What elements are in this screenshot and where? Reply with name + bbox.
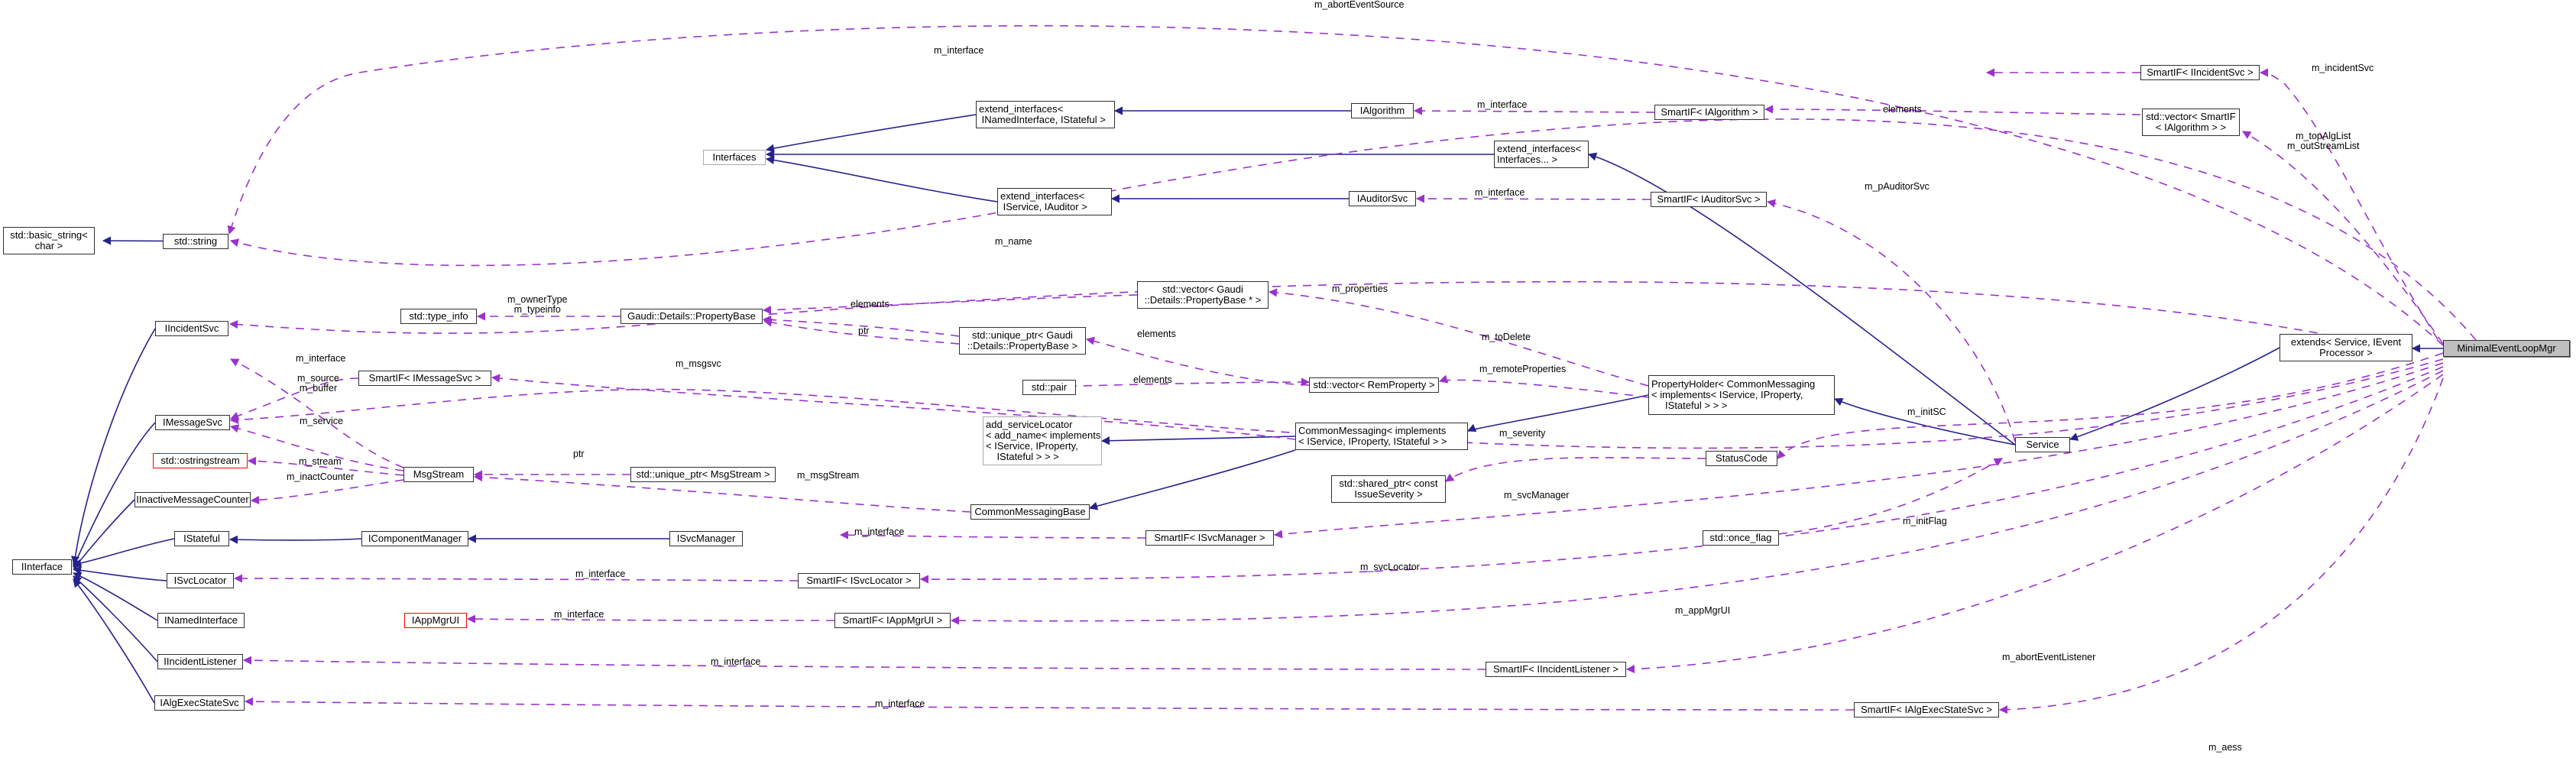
edge-label-m-interface-appmgrui: m_interface bbox=[554, 609, 604, 620]
node-isvclocator[interactable]: ISvcLocator bbox=[167, 573, 234, 588]
node-std-string[interactable]: std::string bbox=[163, 234, 228, 249]
edge-label-elements-algorithm: elements bbox=[1883, 104, 1922, 115]
node-icomponentmanager[interactable]: IComponentManager bbox=[361, 531, 468, 546]
node-extends-service-ieventprocessor[interactable]: extends< Service, IEvent Processor > bbox=[2280, 334, 2412, 361]
node-iinterface[interactable]: IInterface bbox=[12, 559, 72, 575]
node-add-servicelocator[interactable]: add_serviceLocator < add_name< implement… bbox=[983, 416, 1102, 465]
edge-label-elements-pair: elements bbox=[1133, 374, 1172, 385]
edge-label-m-name: m_name bbox=[995, 236, 1032, 247]
edge-label-m-aess: m_aess bbox=[2208, 742, 2242, 753]
edge-label-m-inactcounter: m_inactCounter bbox=[287, 471, 355, 482]
node-std-basic-string[interactable]: std::basic_string< char > bbox=[3, 227, 95, 254]
node-interfaces[interactable]: Interfaces bbox=[703, 150, 766, 165]
node-imessagesvc[interactable]: IMessageSvc bbox=[155, 415, 230, 430]
node-extend-interfaces-named-stateful[interactable]: extend_interfaces< INamedInterface, ISta… bbox=[976, 101, 1115, 128]
edge-label-ptr-msgstream: ptr bbox=[573, 449, 585, 459]
edge-label-m-svcmanager: m_svcManager bbox=[1504, 490, 1570, 500]
edge-label-m-remoteproperties: m_remoteProperties bbox=[1479, 364, 1567, 374]
node-smartif-iappmgrui[interactable]: SmartIF< IAppMgrUI > bbox=[834, 613, 951, 628]
edge-label-m-svclocator: m_svcLocator bbox=[1360, 562, 1420, 572]
node-inamedinterface[interactable]: INamedInterface bbox=[157, 613, 245, 628]
edge-label-m-properties: m_properties bbox=[1332, 283, 1388, 294]
node-minimaleventloopmgr[interactable]: MinimalEventLoopMgr bbox=[2443, 340, 2570, 357]
node-smartif-iauditorsvc[interactable]: SmartIF< IAuditorSvc > bbox=[1651, 192, 1767, 207]
edge-label-m-msgstream: m_msgStream bbox=[797, 470, 860, 481]
node-gaudi-details-propertybase[interactable]: Gaudi::Details::PropertyBase bbox=[621, 309, 763, 324]
edge-label-m-interface-algexec: m_interface bbox=[875, 698, 925, 709]
node-statuscode[interactable]: StatusCode bbox=[1706, 451, 1777, 466]
node-smartif-isvclocator[interactable]: SmartIF< ISvcLocator > bbox=[798, 573, 920, 588]
node-std-vector-smartif-ialgorithm[interactable]: std::vector< SmartIF < IAlgorithm > > bbox=[2142, 109, 2240, 136]
edge-label-m-appmgrui: m_appMgrUI bbox=[1675, 605, 1731, 616]
node-std-unique-ptr-propertybase[interactable]: std::unique_ptr< Gaudi ::Details::Proper… bbox=[959, 327, 1086, 355]
node-ialgexecstatesvc[interactable]: IAlgExecStateSvc bbox=[154, 695, 245, 711]
node-smartif-ialgorithm[interactable]: SmartIF< IAlgorithm > bbox=[1654, 105, 1764, 120]
edge-label-m-service: m_service bbox=[300, 416, 343, 426]
node-iappmgrui[interactable]: IAppMgrUI bbox=[404, 613, 467, 628]
node-std-ostringstream[interactable]: std::ostringstream bbox=[153, 453, 248, 468]
edge-label-m-initsc: m_initSC bbox=[1907, 407, 1946, 417]
edge-label-m-ownertype: m_ownerType m_typeinfo bbox=[507, 294, 568, 315]
node-iincidentsvc[interactable]: IIncidentSvc bbox=[155, 321, 228, 336]
edge-label-elements-property: elements bbox=[851, 299, 889, 309]
edge-label-m-stream: m_stream bbox=[299, 456, 342, 467]
node-std-shared-ptr-issueseverity[interactable]: std::shared_ptr< const IssueSeverity > bbox=[1331, 475, 1446, 503]
node-smartif-imessagesvc[interactable]: SmartIF< IMessageSvc > bbox=[358, 371, 491, 386]
edge-label-elements-uniqueptr: elements bbox=[1137, 329, 1176, 339]
edge-label-m-interface-top: m_interface bbox=[934, 45, 984, 56]
edge-label-m-pauditorsvc: m_pAuditorSvc bbox=[1865, 181, 1930, 192]
node-smartif-iincidentsvc[interactable]: SmartIF< IIncidentSvc > bbox=[2140, 65, 2260, 80]
node-extend-interfaces-variadic[interactable]: extend_interfaces< Interfaces... > bbox=[1494, 141, 1589, 168]
edge-label-m-aborteventsource: m_abortEventSource bbox=[1314, 0, 1405, 10]
edge-label-m-interface-algorithm: m_interface bbox=[1477, 99, 1528, 110]
edge-label-m-interface-messagesvc: m_interface bbox=[296, 353, 346, 364]
node-commonmessaging[interactable]: CommonMessaging< implements < IService, … bbox=[1295, 423, 1468, 450]
edge-label-ptr-property: ptr bbox=[858, 326, 870, 336]
edge-label-m-topalglist: m_topAlgList m_outStreamList bbox=[2287, 131, 2360, 151]
edge-label-m-interface-auditor: m_interface bbox=[1475, 187, 1525, 198]
edge-label-m-source-buffer: m_source m_buffer bbox=[297, 373, 339, 394]
edge-label-m-msgsvc: m_msgsvc bbox=[676, 358, 721, 369]
node-smartif-isvcmanager[interactable]: SmartIF< ISvcManager > bbox=[1145, 530, 1274, 546]
node-smartif-iincidentlistener[interactable]: SmartIF< IIncidentListener > bbox=[1486, 662, 1626, 677]
node-std-type-info[interactable]: std::type_info bbox=[400, 309, 477, 324]
node-ialgorithm[interactable]: IAlgorithm bbox=[1351, 103, 1414, 118]
node-extend-interfaces-service-auditor[interactable]: extend_interfaces< IService, IAuditor > bbox=[997, 188, 1112, 215]
edge-label-m-severity: m_severity bbox=[1499, 428, 1546, 439]
edge-label-m-aborteventlistener: m_abortEventListener bbox=[2002, 652, 2096, 662]
node-std-vector-propertybase-ptr[interactable]: std::vector< Gaudi ::Details::PropertyBa… bbox=[1137, 281, 1269, 309]
node-propertyholder[interactable]: PropertyHolder< CommonMessaging < implem… bbox=[1648, 375, 1835, 415]
node-smartif-ialgexecstatesvc[interactable]: SmartIF< IAlgExecStateSvc > bbox=[1854, 702, 1999, 718]
node-std-once-flag[interactable]: std::once_flag bbox=[1703, 530, 1779, 546]
node-isvcmanager[interactable]: ISvcManager bbox=[669, 531, 743, 546]
node-iinactivemessagecounter[interactable]: IInactiveMessageCounter bbox=[134, 492, 251, 507]
node-iauditorsvc[interactable]: IAuditorSvc bbox=[1349, 191, 1416, 206]
node-istateful[interactable]: IStateful bbox=[174, 531, 229, 546]
edge-label-m-initflag: m_initFlag bbox=[1903, 516, 1947, 526]
node-std-vector-remproperty[interactable]: std::vector< RemProperty > bbox=[1309, 377, 1439, 393]
node-msgstream[interactable]: MsgStream bbox=[403, 467, 474, 482]
edge-label-m-interface-listener: m_interface bbox=[711, 656, 761, 667]
node-iincidentlistener[interactable]: IIncidentListener bbox=[157, 654, 243, 669]
node-service[interactable]: Service bbox=[2015, 437, 2070, 452]
edge-label-m-interface-svclocator: m_interface bbox=[575, 568, 626, 579]
edge-label-m-interface-svcmanager: m_interface bbox=[854, 526, 905, 537]
node-std-unique-ptr-msgstream[interactable]: std::unique_ptr< MsgStream > bbox=[630, 467, 776, 482]
node-commonmessagingbase[interactable]: CommonMessagingBase bbox=[970, 504, 1090, 520]
node-std-pair[interactable]: std::pair bbox=[1022, 380, 1076, 395]
edge-label-m-todelete: m_toDelete bbox=[1482, 332, 1531, 342]
edge-label-m-incidentsvc: m_incidentSvc bbox=[2312, 63, 2374, 73]
